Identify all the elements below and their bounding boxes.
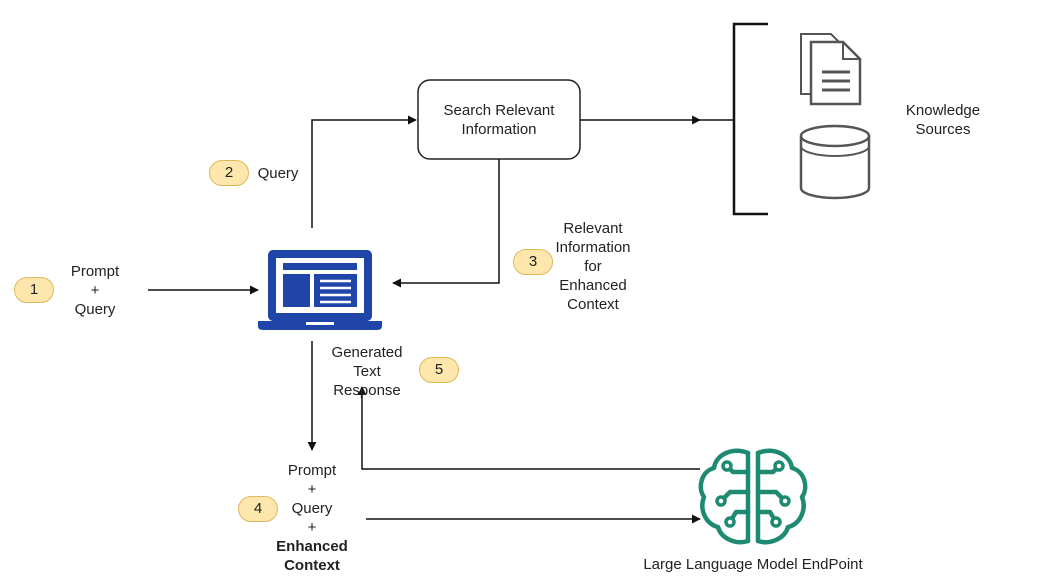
brain-circuit-icon [698,448,808,545]
step-badge-4: 4 [238,496,278,522]
arrow-query-to-search [311,115,417,228]
arrow-llm-to-response [357,386,700,470]
relevant-line-2: Information [555,239,631,256]
database-icon [799,124,871,200]
prompt-line: Prompt [70,263,120,280]
generated-line-2: Text [353,363,381,380]
knowledge-line-1: Knowledge [905,102,981,119]
brain-circuit-nodes [715,460,791,528]
documents-icon [800,33,862,106]
generated-response-label: Generated Text Response [322,343,412,400]
step-badge-1: 1 [14,277,54,303]
search-relevant-label: Search Relevant Information [418,101,580,139]
prompt-query-label: Prompt + Query [55,262,135,319]
relevant-line-4: Enhanced [559,277,627,294]
step-badge-5: 5 [419,357,459,383]
knowledge-line-2: Sources [915,121,971,138]
search-line-2: Information [461,121,537,138]
generated-line-3: Response [333,382,401,399]
query-label: Query [257,165,299,182]
enhanced-line-2: + [307,481,317,498]
laptop-icon [258,250,382,330]
relevant-line-5: Context [567,296,619,313]
step-badge-3: 3 [513,249,553,275]
relevant-line-1: Relevant [563,220,623,237]
enhanced-prompt-label: Prompt + Query + Enhanced Context [262,461,362,575]
enhanced-line-6: Context [284,557,340,574]
step-badge-2: 2 [209,160,249,186]
query-line: Query [74,301,116,318]
enhanced-line-4: + [307,519,317,536]
knowledge-bracket [732,22,768,216]
llm-endpoint-label: Large Language Model EndPoint [643,556,863,573]
knowledge-sources-label: Knowledge Sources [893,101,993,139]
search-line-1: Search Relevant [443,102,555,119]
plus-line: + [90,282,100,299]
generated-line-1: Generated [331,344,403,361]
enhanced-line-1: Prompt [287,462,337,479]
enhanced-line-5: Enhanced [276,538,348,555]
relevant-information-label: Relevant Information for Enhanced Contex… [548,219,638,314]
enhanced-line-3: Query [291,500,333,517]
relevant-line-3: for [584,258,602,275]
arrow-information-to-laptop [392,159,500,288]
